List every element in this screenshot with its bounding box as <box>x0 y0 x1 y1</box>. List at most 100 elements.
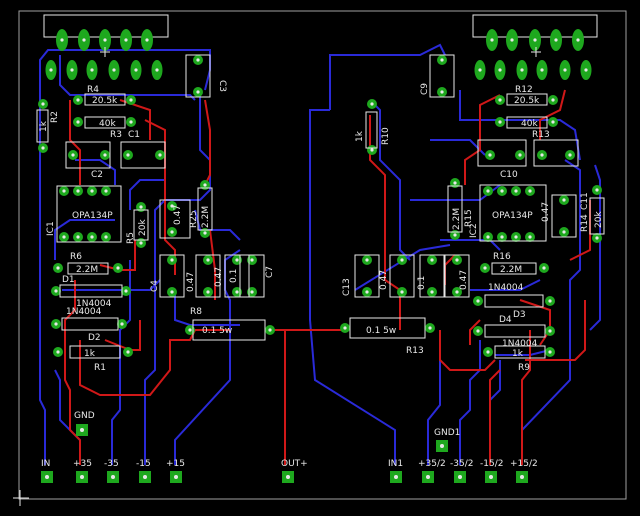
label-c8-value: 0.47 <box>214 267 224 287</box>
pad-hole <box>104 235 108 239</box>
label-r14-value: 20k <box>594 211 604 228</box>
label-ic1: IC1 <box>46 221 56 236</box>
pad-hole <box>90 235 94 239</box>
pad-hole <box>365 258 369 262</box>
pad-hole <box>486 235 490 239</box>
pad-hole <box>584 68 588 72</box>
label-r16: R16 <box>493 252 511 262</box>
label-d1: D1 <box>62 275 75 285</box>
pad-hole <box>155 68 159 72</box>
pad-hole <box>486 189 490 193</box>
label-d3-value: 1N4004 <box>488 283 524 293</box>
pad-hole <box>235 290 239 294</box>
label-d1-value: 1N4004 <box>76 299 112 309</box>
pad-hole <box>54 289 58 293</box>
pad-hole <box>170 258 174 262</box>
pad-hole <box>139 241 143 245</box>
label-c4: C4 <box>150 280 160 292</box>
component-pads <box>38 29 602 483</box>
label-r13: R13 <box>406 346 424 356</box>
pad-hole <box>76 235 80 239</box>
pad-hole <box>56 266 60 270</box>
pad-hole <box>76 98 80 102</box>
pad-hole <box>540 153 544 157</box>
pad-hole <box>426 475 430 479</box>
label-r4-value: 20.5k <box>92 96 118 106</box>
terminal-label-minus15-2: -15/2 <box>480 459 503 469</box>
silkscreen-labels: R4 20.5k 40k R3 C1 C2 R2 1k C3 IC1 OPA13… <box>39 80 604 469</box>
pad-hole <box>70 68 74 72</box>
pad-hole <box>548 299 552 303</box>
label-d4: D4 <box>499 315 512 325</box>
pad-hole <box>430 290 434 294</box>
label-c11: C11 <box>580 192 590 210</box>
pad-hole <box>476 329 480 333</box>
pad-hole <box>528 235 532 239</box>
pad-hole <box>595 236 599 240</box>
pad-hole <box>455 290 459 294</box>
pad-hole <box>488 153 492 157</box>
pad-hole <box>554 38 558 42</box>
pad-hole <box>440 90 444 94</box>
pad-hole <box>41 146 45 150</box>
label-r10-value: 1k <box>355 130 365 142</box>
pad-hole <box>562 230 566 234</box>
pad-hole <box>365 290 369 294</box>
label-r14: R14 <box>580 214 590 232</box>
label-r1: R1 <box>94 363 106 373</box>
pad-hole <box>188 328 192 332</box>
terminal-label-minus35-2: -35/2 <box>450 459 473 469</box>
pad-hole <box>428 326 432 330</box>
label-r12: R12 <box>515 85 533 95</box>
label-r3: R3 <box>110 130 122 140</box>
pad-hole <box>71 153 75 157</box>
label-r1-value: 1k <box>84 349 96 359</box>
label-c2: C2 <box>91 170 103 180</box>
pad-hole <box>453 181 457 185</box>
label-r25: R25 <box>189 210 199 228</box>
pad-hole <box>489 475 493 479</box>
terminal-label-plus15: +15 <box>166 459 185 469</box>
label-r12-value: 20.5k <box>514 96 540 106</box>
label-r15: R15 <box>464 209 474 227</box>
pad-hole <box>90 68 94 72</box>
label-r3-value: 40k <box>99 119 116 129</box>
pad-hole <box>498 120 502 124</box>
pad-hole <box>143 475 147 479</box>
pad-hole <box>343 326 347 330</box>
connector-right-origin-icon <box>531 47 541 57</box>
label-r9-value: 1k <box>512 349 524 359</box>
terminal-label-out: OUT+ <box>281 459 308 469</box>
pad-hole <box>394 475 398 479</box>
pad-hole <box>440 444 444 448</box>
terminal-label-minus15: -15 <box>136 459 151 469</box>
pad-hole <box>124 289 128 293</box>
label-r13-value: 0.1 5w <box>366 326 396 336</box>
pad-hole <box>400 258 404 262</box>
pad-hole <box>80 428 84 432</box>
pad-hole <box>250 258 254 262</box>
pad-hole <box>134 68 138 72</box>
label-ic2: IC2 <box>469 223 479 238</box>
top-layer-traces <box>64 89 591 465</box>
pad-hole <box>82 38 86 42</box>
pad-hole <box>498 98 502 102</box>
pad-hole <box>540 68 544 72</box>
label-c10: C10 <box>500 170 518 180</box>
pad-hole <box>268 328 272 332</box>
pad-hole <box>486 350 490 354</box>
label-c1: C1 <box>128 130 140 140</box>
pad-hole <box>206 290 210 294</box>
pad-hole <box>533 38 537 42</box>
label-c16-value: 0.47 <box>459 270 469 290</box>
pad-hole <box>498 68 502 72</box>
pad-hole <box>500 235 504 239</box>
pad-hole <box>104 189 108 193</box>
pad-hole <box>563 68 567 72</box>
label-r10: R10 <box>381 127 391 145</box>
pad-hole <box>116 266 120 270</box>
pad-hole <box>562 198 566 202</box>
pad-hole <box>551 120 555 124</box>
